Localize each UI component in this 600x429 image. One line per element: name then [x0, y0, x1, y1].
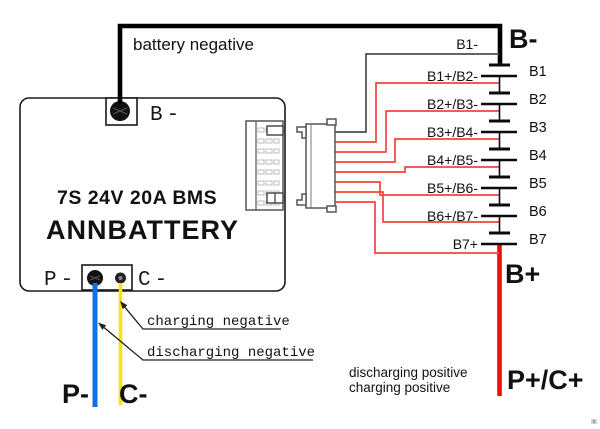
board-title: 7S 24V 20A BMS: [57, 187, 217, 209]
junction-label: B1+/B2-: [427, 68, 478, 84]
battery-negative-note: battery negative: [133, 35, 254, 54]
pc-terminals: P- C-: [44, 264, 171, 292]
junction-labels: B1- B1+/B2- B2+/B3- B3+/B4- B4+/B5- B5+/…: [427, 36, 478, 252]
board-outline: [19, 97, 286, 292]
battery-negative-wire: [117, 23, 503, 104]
junction-label: B1-: [456, 36, 478, 52]
balance-wire-b6b7: [335, 191, 499, 223]
p-minus-endpoint-label: P-: [62, 379, 89, 409]
discharging-positive-note: discharging positive: [349, 365, 468, 380]
bms-board: ANNBATTERY 7S 24V 20A BMS B-: [19, 97, 286, 292]
junction-label: B2+/B3-: [427, 96, 478, 112]
b-plus-endpoint-label: B+: [505, 259, 540, 289]
plug-lip-top: [326, 118, 337, 126]
cell-b3: [481, 119, 517, 134]
junction-label: B6+/B7-: [427, 208, 478, 224]
screw-cross-icon: [112, 107, 128, 115]
plug-latch-top: [296, 126, 307, 139]
balance-socket: [245, 120, 284, 211]
cell-b5: [481, 175, 517, 190]
p-plus-c-plus-endpoint-label: P+/C+: [507, 365, 584, 395]
arrow-icon: [120, 301, 128, 310]
plug-lip-bottom: [326, 205, 337, 213]
balance-wire-b3b4: [335, 138, 499, 163]
cell-b1: [481, 63, 517, 78]
discharging-negative-leader: [98, 322, 313, 361]
charging-positive-note: charging positive: [349, 380, 450, 395]
cell-labels: B1 B2 B3 B4 B5 B6 B7: [529, 64, 547, 248]
cell-label: B7: [529, 232, 547, 248]
cell-label: B1: [529, 64, 547, 80]
balance-wire-b4b5: [335, 166, 499, 173]
discharging-negative-note: discharging negative: [147, 345, 315, 361]
cell-label: B3: [529, 120, 547, 136]
c-minus-screw-center: [118, 276, 123, 280]
b-minus-board-label: B-: [150, 104, 183, 127]
balance-wire-b5b6: [335, 181, 499, 196]
p-minus-board-label: P-: [44, 269, 77, 292]
balance-wire-b1b2: [335, 82, 499, 143]
cell-b4: [481, 147, 517, 162]
junction-label: B3+/B4-: [427, 124, 478, 140]
balance-wire-b7-plus: [335, 201, 499, 254]
arrow-icon: [98, 322, 107, 330]
cell-label: B5: [529, 176, 547, 192]
cell-b6: [481, 203, 517, 218]
socket-key-top: [266, 125, 284, 136]
junction-label: B4+/B5-: [427, 152, 478, 168]
cell-label: B2: [529, 92, 547, 108]
junction-label: B5+/B6-: [427, 180, 478, 196]
scan-artifact: [591, 419, 597, 424]
cell-label: B4: [529, 148, 547, 164]
board-watermark: ANNBATTERY: [46, 215, 239, 245]
c-minus-endpoint-label: C-: [119, 379, 148, 409]
charging-negative-note: charging negative: [147, 314, 290, 330]
plug-latch-bottom: [296, 193, 307, 206]
balance-wires-red: [335, 82, 499, 254]
plug-body: [305, 123, 336, 209]
balance-wire-b2b3: [335, 110, 499, 153]
cell-b7: [481, 231, 517, 246]
c-minus-board-label: C-: [138, 269, 171, 292]
cell-b2: [481, 91, 517, 106]
balance-wire-b1-minus: [335, 53, 499, 133]
junction-label: B7+: [453, 236, 478, 252]
charging-negative-leader: [120, 301, 281, 330]
battery-string: B1- B1+/B2- B2+/B3- B3+/B4- B4+/B5- B5+/…: [427, 36, 547, 252]
cell-label: B6: [529, 204, 547, 220]
b-minus-endpoint-label: B-: [509, 24, 538, 54]
screw-cross-icon: [89, 275, 101, 281]
balance-plug: [296, 118, 337, 213]
socket-key-bottom: [266, 192, 284, 204]
